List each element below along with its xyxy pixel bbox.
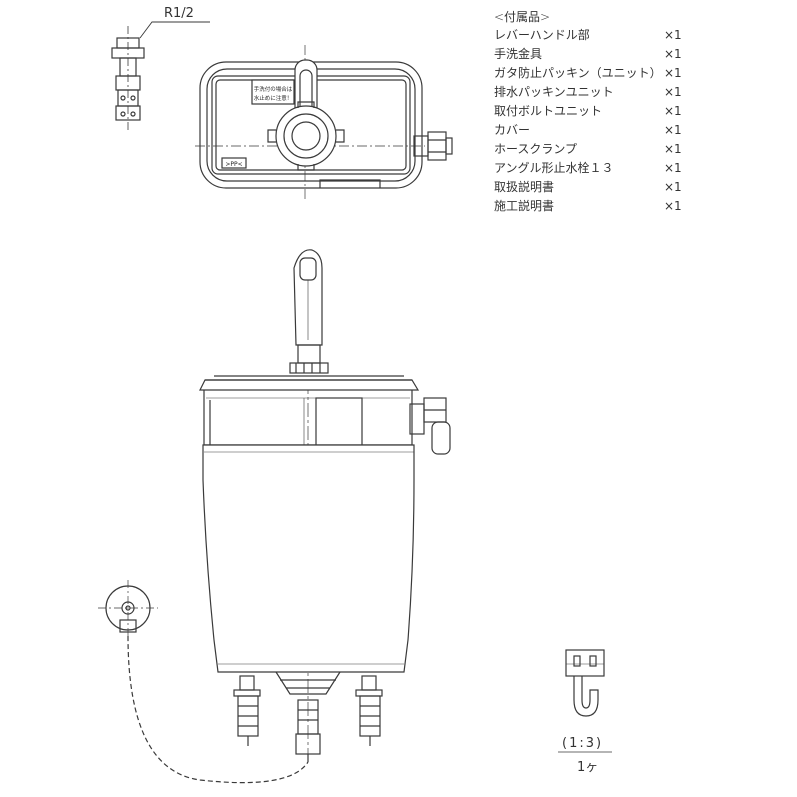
hose-assembly (98, 580, 309, 784)
part-name: 取扱説明書 (494, 180, 555, 194)
r12-label: R1/2 (164, 6, 194, 21)
part-row: レバーハンドル部 ×1 (494, 26, 694, 45)
part-row: ホースクランプ ×1 (494, 140, 694, 159)
small-plate-text: >PP< (225, 161, 242, 168)
part-qty: ×1 (664, 199, 682, 213)
part-name: 手洗金具 (494, 47, 543, 61)
part-row: 取扱説明書 ×1 (494, 178, 694, 197)
part-name: 施工説明書 (494, 199, 555, 213)
part-row: 取付ボルトユニット ×1 (494, 102, 694, 121)
part-row: アングル形止水栓１３ ×1 (494, 159, 694, 178)
part-qty: ×1 (664, 161, 682, 175)
part-name: レバーハンドル部 (494, 28, 590, 42)
spout (289, 249, 329, 374)
part-name: 排水パッキンユニット (494, 85, 614, 99)
part-name: カバー (494, 123, 531, 137)
part-row: ガタ防止パッキン（ユニット）×1 (494, 64, 694, 83)
part-qty: ×1 (664, 180, 682, 194)
part-qty: ×1 (664, 142, 682, 156)
hook-detail (558, 649, 612, 753)
part-row: 排水パッキンユニット ×1 (494, 83, 694, 102)
part-row: 施工説明書 ×1 (494, 197, 694, 216)
detail-scale-label: (1:3) (562, 736, 604, 751)
part-name: ホースクランプ (494, 142, 578, 156)
part-row: カバー ×1 (494, 121, 694, 140)
parts-list: <付属品> レバーハンドル部×1 手洗金具×1 ガタ防止パッキン（ユニット）×1… (494, 9, 694, 216)
part-qty: ×1 (664, 66, 682, 80)
part-name: 取付ボルトユニット (494, 104, 603, 118)
part-qty: ×1 (664, 123, 682, 137)
tank-body (199, 375, 451, 762)
part-row: 手洗金具 ×1 (494, 45, 694, 64)
part-qty: ×1 (664, 85, 682, 99)
part-qty: ×1 (664, 104, 682, 118)
plate-text-line1: 手洗付の場合は (254, 85, 293, 93)
part-qty: ×1 (664, 28, 682, 42)
part-name: アングル形止水栓１３ (494, 161, 614, 175)
plate-text-line2: 水止めに注意！ (254, 94, 293, 102)
parts-list-title: <付属品> (494, 10, 551, 24)
r12-fitting (111, 21, 210, 132)
detail-count-label: 1ヶ (577, 760, 599, 775)
part-qty: ×1 (664, 47, 682, 61)
tank-top-view (195, 45, 453, 200)
part-name: ガタ防止パッキン（ユニット） (494, 66, 662, 80)
